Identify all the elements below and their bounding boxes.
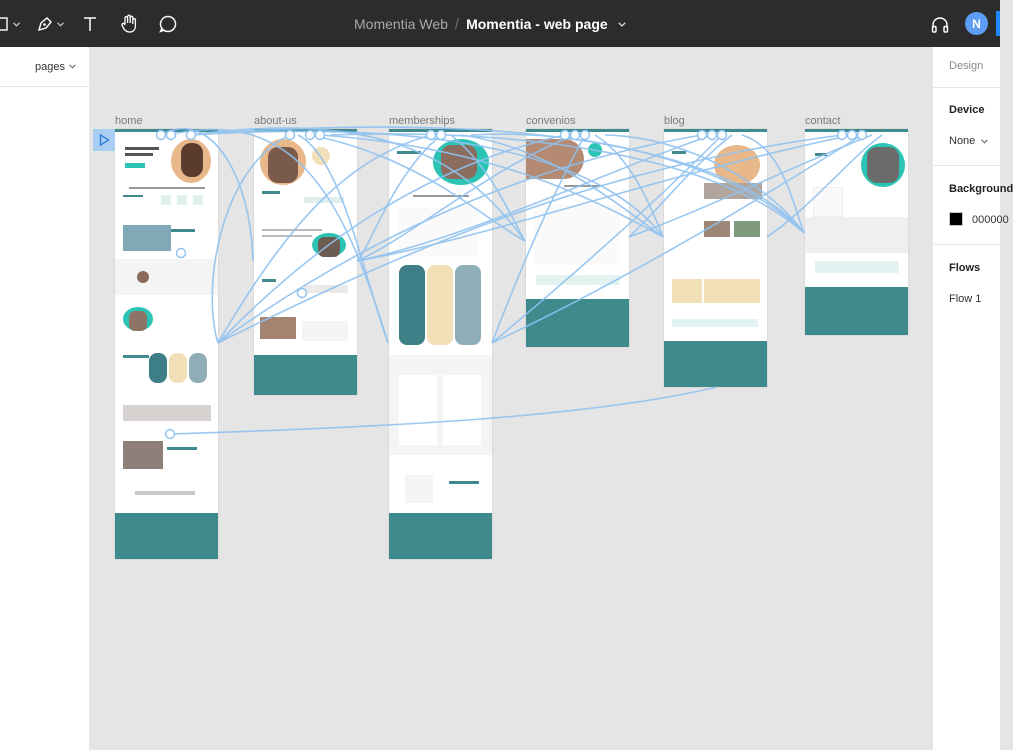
audio-button[interactable] <box>930 13 950 37</box>
footer <box>115 513 218 559</box>
footer <box>254 355 357 395</box>
text-tool[interactable] <box>82 12 98 36</box>
frame-nav-bar <box>805 129 908 132</box>
image-block <box>123 225 171 251</box>
pages-toggle[interactable]: pages <box>0 47 90 87</box>
frame-home[interactable] <box>115 129 218 559</box>
divider <box>933 165 1001 166</box>
top-toolbar: Momentia Web / Momentia - web page N <box>0 0 1000 47</box>
background-swatch[interactable] <box>949 212 963 226</box>
frame-label-about[interactable]: about-us <box>254 115 297 127</box>
device-heading: Device <box>949 104 985 116</box>
pages-label: pages <box>35 60 65 73</box>
play-icon <box>99 133 110 147</box>
text-icon <box>84 17 96 31</box>
hero-image <box>526 139 584 179</box>
frame-nav-bar <box>115 129 218 132</box>
frame-contact[interactable] <box>805 129 908 335</box>
pen-icon <box>37 17 52 32</box>
plan-card <box>455 265 481 345</box>
divider <box>933 244 1001 245</box>
flows-heading: Flows <box>949 262 981 274</box>
tab-design[interactable]: Design <box>949 60 984 72</box>
frame-label-blog[interactable]: blog <box>664 115 685 127</box>
frame-label-memberships[interactable]: memberships <box>389 115 456 127</box>
plan-card <box>399 265 425 345</box>
title-separator: / <box>454 15 460 33</box>
frame-nav-bar <box>526 129 629 132</box>
canvas[interactable]: home about-us memberships convenios blog… <box>91 47 932 750</box>
frame-label-convenios[interactable]: convenios <box>526 115 576 127</box>
chevron-down-icon[interactable] <box>617 21 626 27</box>
frame-nav-bar <box>664 129 767 132</box>
chevron-down-icon <box>69 64 76 69</box>
headphones-icon <box>931 17 949 33</box>
footer <box>389 513 492 559</box>
frame-convenios[interactable] <box>526 129 629 347</box>
frame-label-contact[interactable]: contact <box>805 115 841 127</box>
file-title[interactable]: Momentia Web / Momentia - web page <box>354 14 626 34</box>
layers-panel: pages <box>0 47 90 750</box>
project-name[interactable]: Momentia Web <box>354 16 448 32</box>
plan-card <box>427 265 453 345</box>
hero-person <box>181 143 203 177</box>
share-button[interactable] <box>996 11 1000 36</box>
frame-about[interactable] <box>254 129 357 395</box>
chevron-down-icon <box>981 138 989 144</box>
properties-panel: Design Device None Background 000000 Flo… <box>932 47 1013 750</box>
comment-tool[interactable] <box>158 12 178 36</box>
footer <box>805 287 908 335</box>
file-name[interactable]: Momentia - web page <box>466 16 608 32</box>
device-select[interactable]: None <box>949 135 989 147</box>
chevron-down-icon <box>13 21 20 27</box>
frame-label-home[interactable]: home <box>115 115 143 127</box>
flow-start-button[interactable] <box>93 129 115 151</box>
frame-nav-bar <box>254 129 357 132</box>
footer <box>664 341 767 387</box>
frame-icon <box>0 17 8 31</box>
hand-icon <box>121 14 137 33</box>
device-value: None <box>949 135 976 147</box>
footer <box>526 299 629 347</box>
flow-item[interactable]: Flow 1 <box>949 293 982 305</box>
hand-tool[interactable] <box>120 12 138 36</box>
avatar[interactable]: N <box>965 12 988 35</box>
frame-blog[interactable] <box>664 129 767 387</box>
background-heading: Background <box>949 183 1013 195</box>
comment-icon <box>159 15 177 33</box>
chevron-down-icon <box>57 21 64 27</box>
hero-image <box>714 145 760 185</box>
frame-nav-bar <box>389 129 492 132</box>
frame-memberships[interactable] <box>389 129 492 559</box>
divider <box>933 87 1001 88</box>
pen-tool[interactable] <box>36 12 64 36</box>
background-value[interactable]: 000000 <box>972 214 1009 226</box>
frame-tool[interactable] <box>0 12 20 36</box>
